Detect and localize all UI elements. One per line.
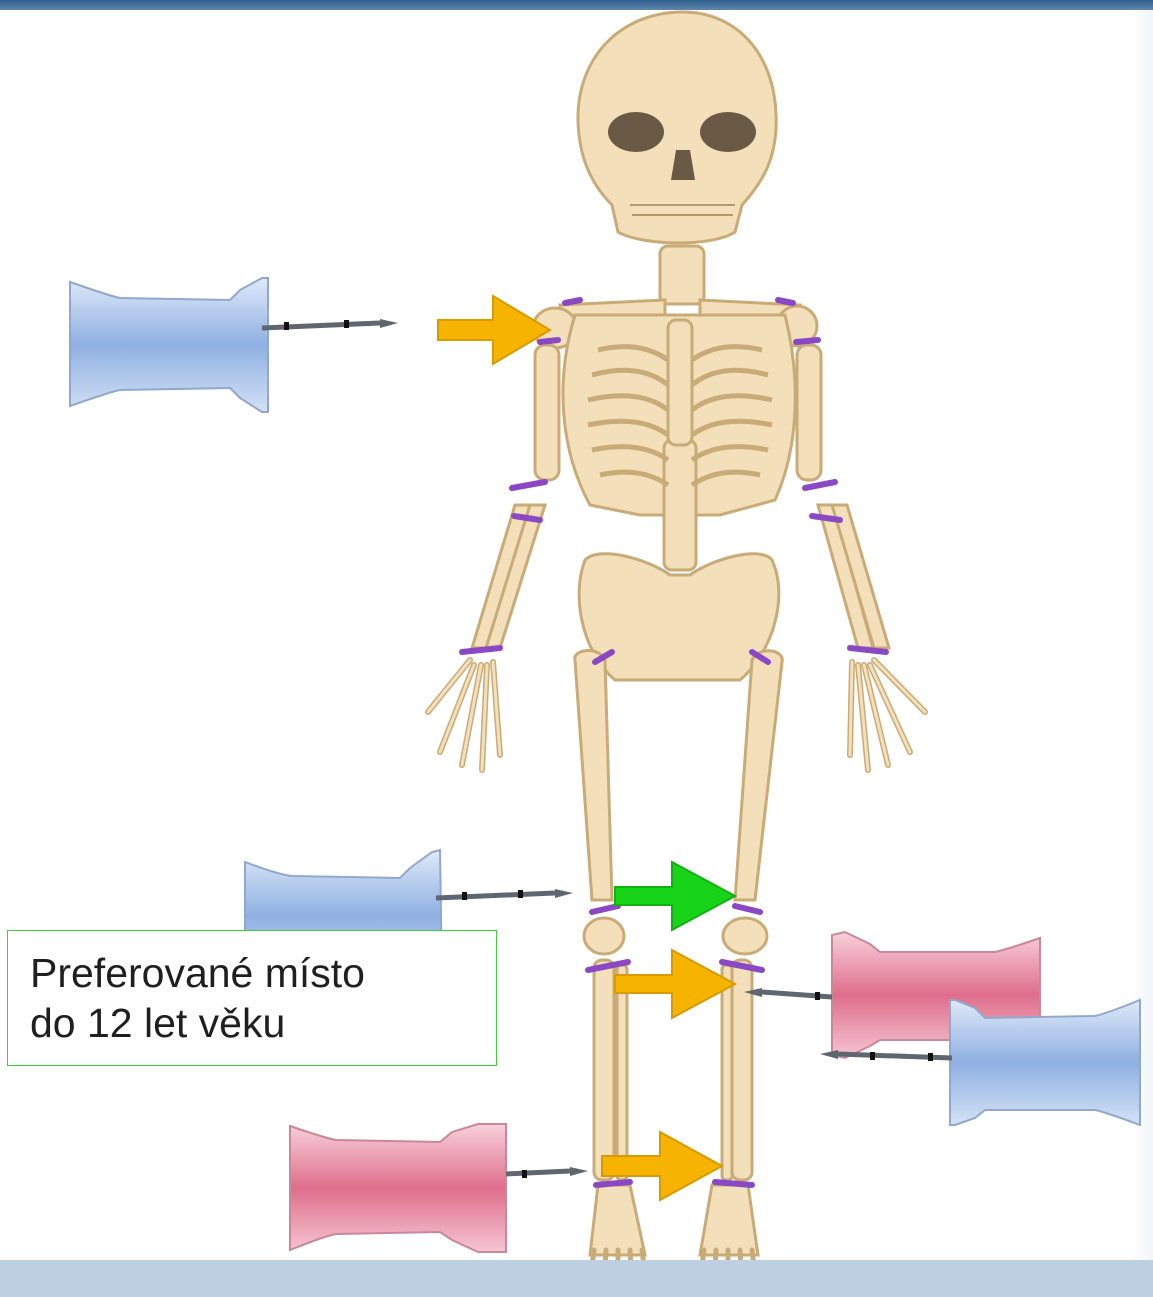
label-line-1: Preferované místo (30, 949, 365, 997)
arrow-right-icon (615, 862, 735, 930)
arrow-right-icon (602, 1132, 722, 1200)
bottom-bar (0, 1260, 1153, 1297)
preferred-site-label-box: Preferované místo do 12 let věku (7, 930, 497, 1066)
arrow-right-icon (615, 950, 735, 1018)
arrow-right-icon (438, 296, 550, 364)
label-line-2: do 12 let věku (30, 999, 285, 1047)
